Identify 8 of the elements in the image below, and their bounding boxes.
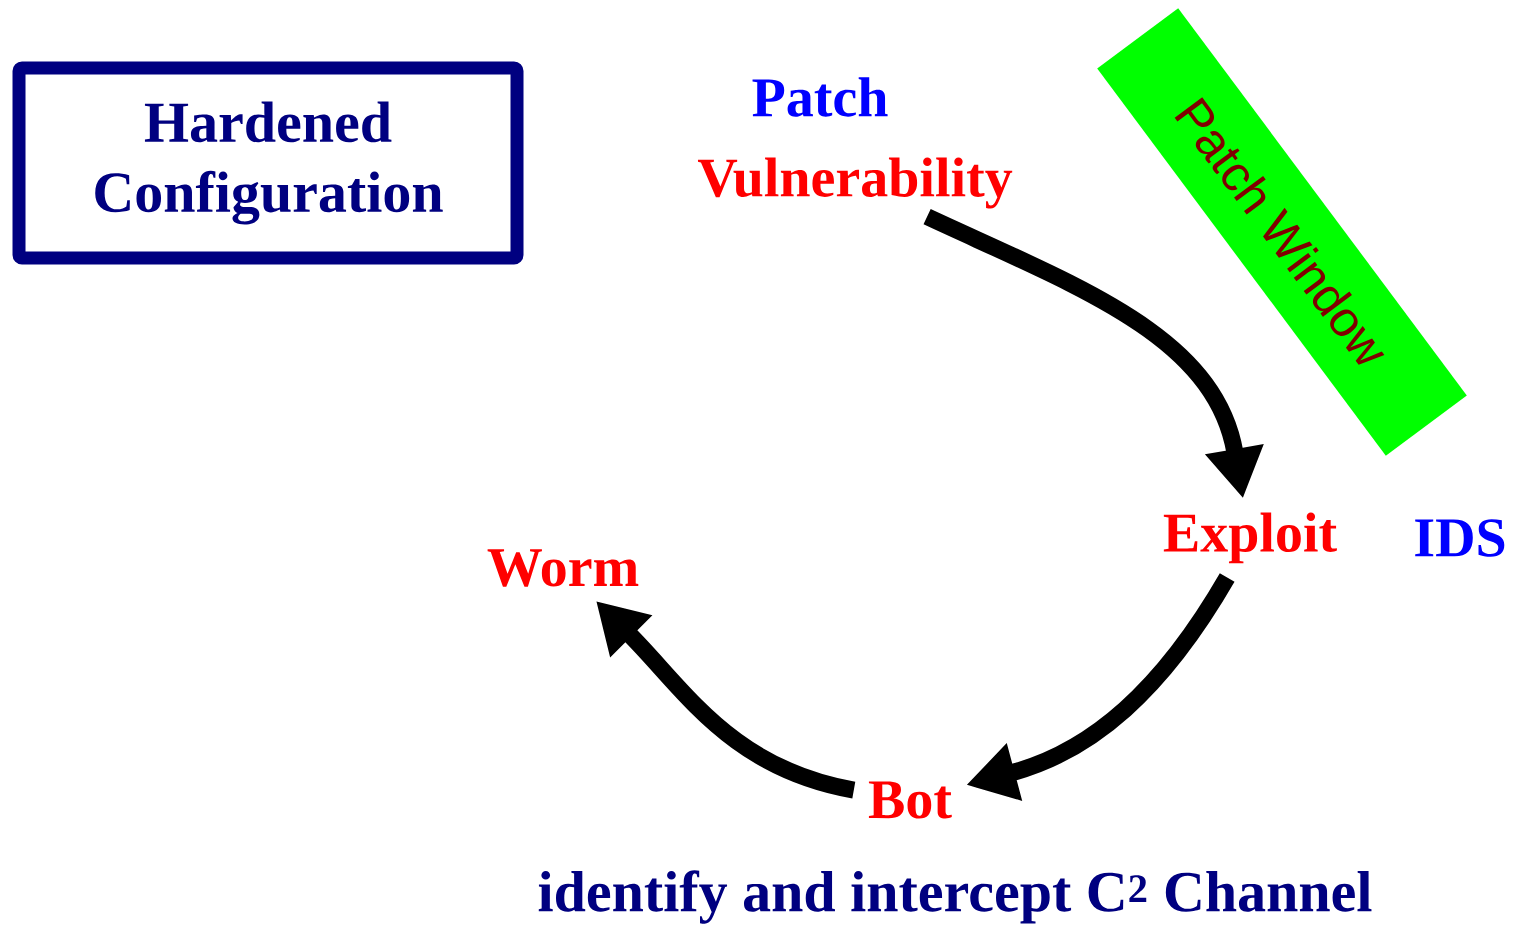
ids-label: IDS — [1415, 519, 1505, 557]
stage-label: Exploit — [1163, 512, 1337, 564]
stage-label: Vulnerability — [697, 157, 1013, 209]
caption-text: identify and intercept C$^{2}$ Channel — [538, 870, 1372, 924]
stage-label: Bot — [868, 781, 952, 819]
stage-label: Worm — [487, 549, 639, 587]
patch-label: Patch — [752, 77, 888, 117]
hardened-box: Hardened Configuration — [12, 61, 524, 265]
